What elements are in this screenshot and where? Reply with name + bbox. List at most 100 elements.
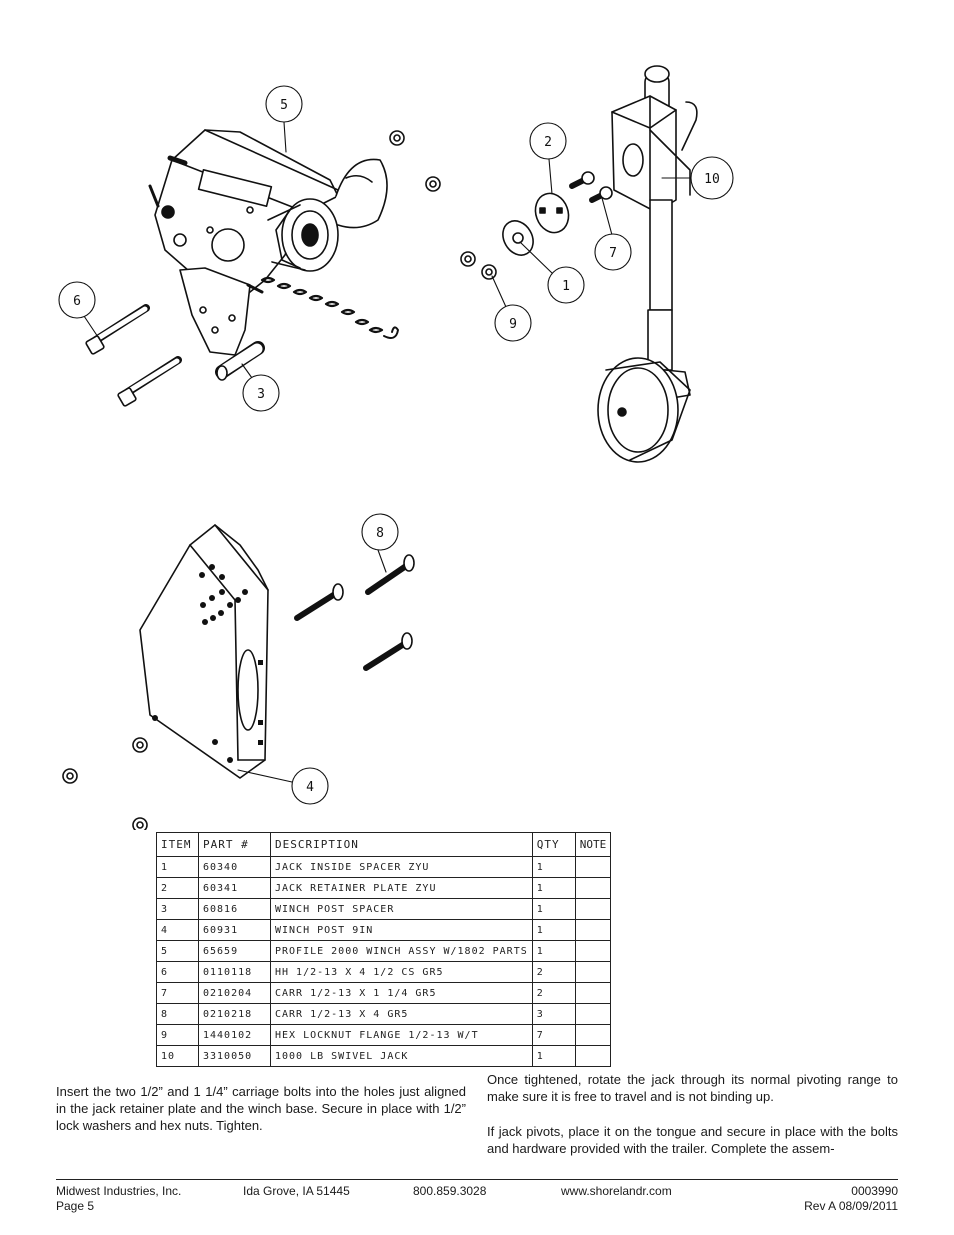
part-cell: 65659 xyxy=(198,940,271,962)
callout-1: 1 xyxy=(562,279,570,294)
instruction-paragraph-left: Insert the two 1/2” and 1 1/4” carriage … xyxy=(56,1084,466,1133)
winch-post-illustration xyxy=(139,524,269,779)
note-cell xyxy=(574,961,612,983)
carriage-bolt-long-illustration xyxy=(294,554,415,671)
note-cell xyxy=(574,1003,612,1025)
carriage-bolt-illustration xyxy=(569,171,613,203)
callout-10: 10 xyxy=(704,172,720,187)
description-cell: HEX LOCKNUT FLANGE 1/2-13 W/T xyxy=(270,1024,533,1046)
note-cell xyxy=(574,1024,612,1046)
item-cell: 10 xyxy=(156,1045,199,1067)
item-cell: 3 xyxy=(156,898,199,920)
note-cell xyxy=(574,919,612,941)
qty-cell: 3 xyxy=(531,1003,576,1025)
footer-phone: 800.859.3028 xyxy=(413,1184,487,1198)
part-cell: 60931 xyxy=(198,919,271,941)
qty-cell: 2 xyxy=(531,961,576,983)
footer-company: Midwest Industries, Inc. xyxy=(56,1184,182,1198)
jack-retainer-plate-illustration xyxy=(534,192,570,234)
note-cell xyxy=(574,982,612,1004)
qty-cell: 1 xyxy=(531,1045,576,1067)
instruction-paragraph-right-1: Once tightened, rotate the jack through … xyxy=(487,1072,898,1104)
footer-document-number: 0003990 xyxy=(851,1184,898,1198)
swivel-jack-illustration xyxy=(597,65,698,463)
assembly-drawings: 5 6 3 2 1 7 9 10 8 4 xyxy=(58,65,734,830)
part-cell: 0110118 xyxy=(198,961,271,983)
description-cell: WINCH POST SPACER xyxy=(270,898,533,920)
footer-page-number: Page 5 xyxy=(56,1199,95,1213)
note-cell xyxy=(574,898,612,920)
item-cell: 2 xyxy=(156,877,199,899)
description-cell: HH 1/2-13 X 4 1/2 CS GR5 xyxy=(270,961,533,983)
qty-cell: 7 xyxy=(531,1024,576,1046)
part-cell: 3310050 xyxy=(198,1045,271,1067)
winch-post-spacer-illustration xyxy=(215,341,265,381)
table-header-row: ITEM PART # DESCRIPTION QTY NOTE xyxy=(156,832,612,857)
callout-7: 7 xyxy=(609,246,617,261)
item-cell: 6 xyxy=(156,961,199,983)
part-cell: 1440102 xyxy=(198,1024,271,1046)
part-cell: 0210218 xyxy=(198,1003,271,1025)
footer-revision: Rev A 08/09/2011 xyxy=(804,1199,898,1213)
footer-website: www.shorelandr.com xyxy=(561,1184,672,1198)
item-cell: 9 xyxy=(156,1024,199,1046)
column-header-qty: QTY xyxy=(531,832,576,857)
note-cell xyxy=(574,1045,612,1067)
note-cell xyxy=(574,856,612,878)
jack-inside-spacer-illustration xyxy=(502,220,534,256)
callout-6: 6 xyxy=(73,294,81,309)
hex-bolt-illustration xyxy=(85,304,182,407)
column-header-description: DESCRIPTION xyxy=(270,832,533,857)
description-cell: CARR 1/2-13 X 4 GR5 xyxy=(270,1003,533,1025)
column-header-note: NOTE xyxy=(574,832,612,857)
qty-cell: 1 xyxy=(531,919,576,941)
note-cell xyxy=(574,877,612,899)
item-cell: 7 xyxy=(156,982,199,1004)
callout-8: 8 xyxy=(376,526,384,541)
callout-4: 4 xyxy=(306,780,314,795)
qty-cell: 1 xyxy=(531,856,576,878)
part-cell: 60340 xyxy=(198,856,271,878)
item-cell: 1 xyxy=(156,856,199,878)
item-cell: 5 xyxy=(156,940,199,962)
footer-divider xyxy=(56,1179,898,1180)
callout-3: 3 xyxy=(257,387,265,402)
part-cell: 60341 xyxy=(198,877,271,899)
description-cell: PROFILE 2000 WINCH ASSY W/1802 PARTS xyxy=(270,940,533,962)
item-cell: 4 xyxy=(156,919,199,941)
column-header-part: PART # xyxy=(198,832,271,857)
callout-9: 9 xyxy=(509,317,517,332)
callout-2: 2 xyxy=(544,135,552,150)
hex-nut-illustration xyxy=(389,130,497,280)
footer-city: Ida Grove, IA 51445 xyxy=(243,1184,350,1198)
description-cell: 1000 LB SWIVEL JACK xyxy=(270,1045,533,1067)
description-cell: CARR 1/2-13 X 1 1/4 GR5 xyxy=(270,982,533,1004)
qty-cell: 2 xyxy=(531,982,576,1004)
column-header-item: ITEM xyxy=(156,832,199,857)
qty-cell: 1 xyxy=(531,940,576,962)
note-cell xyxy=(574,940,612,962)
description-cell: JACK RETAINER PLATE ZYU xyxy=(270,877,533,899)
callout-5: 5 xyxy=(280,98,288,113)
description-cell: JACK INSIDE SPACER ZYU xyxy=(270,856,533,878)
winch-assembly-illustration xyxy=(148,129,399,356)
locknut-illustration xyxy=(62,737,148,830)
part-cell: 60816 xyxy=(198,898,271,920)
qty-cell: 1 xyxy=(531,898,576,920)
description-cell: WINCH POST 9IN xyxy=(270,919,533,941)
instruction-paragraph-right-2: If jack pivots, place it on the tongue a… xyxy=(487,1124,898,1156)
item-cell: 8 xyxy=(156,1003,199,1025)
part-cell: 0210204 xyxy=(198,982,271,1004)
qty-cell: 1 xyxy=(531,877,576,899)
